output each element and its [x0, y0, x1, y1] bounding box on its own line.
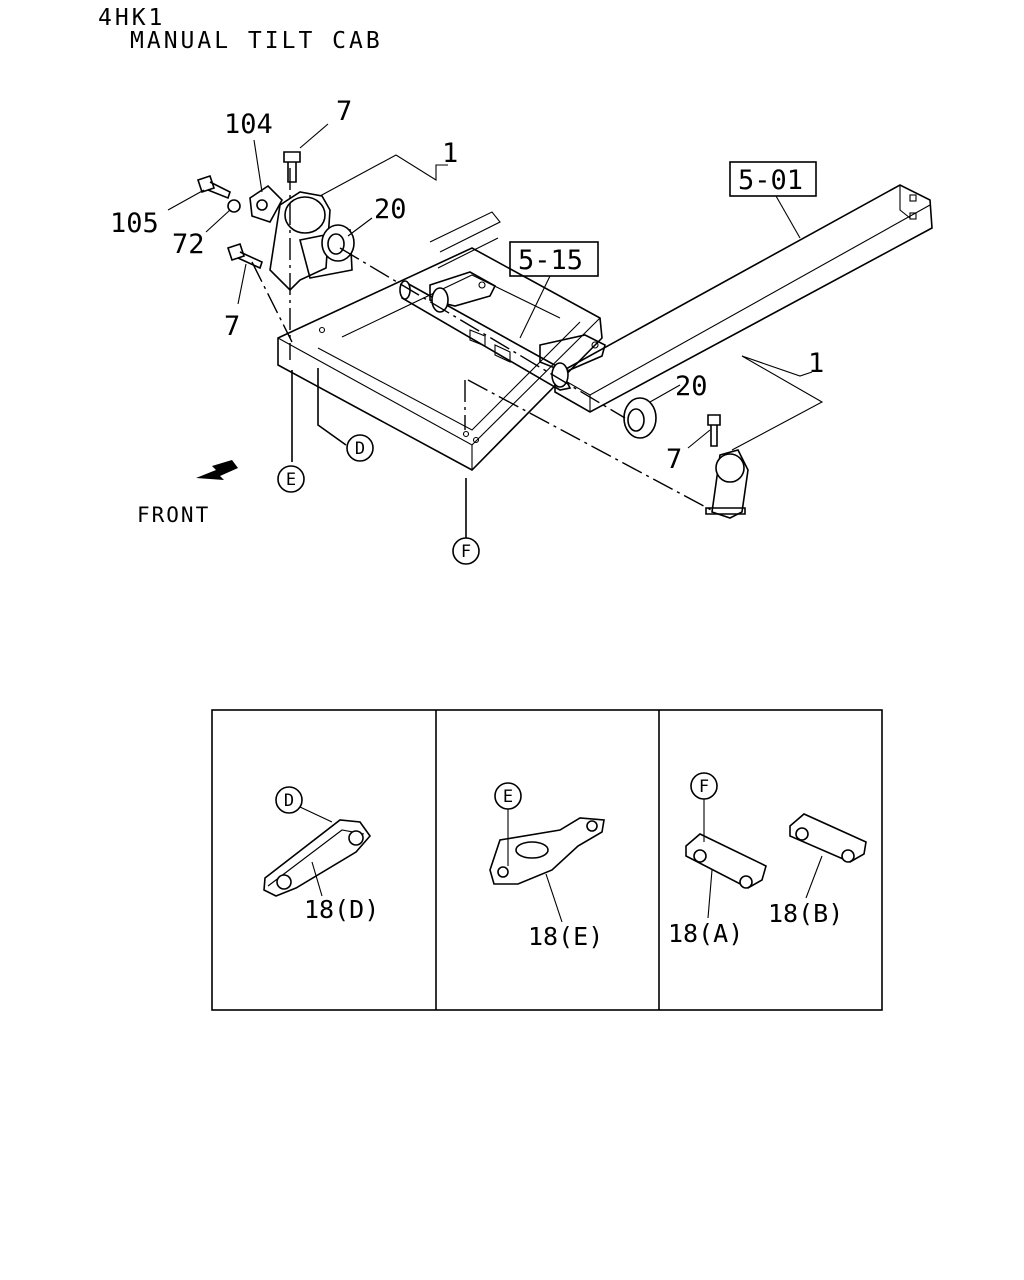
- side-rail: [554, 184, 933, 413]
- ref-box-5-15: 5-15: [509, 241, 599, 339]
- detail-e: E 18(E): [489, 782, 605, 951]
- centerlines: [251, 168, 716, 513]
- callout-1-top: 1: [319, 138, 458, 197]
- svg-text:E: E: [503, 787, 513, 807]
- left-bracket: [227, 184, 355, 292]
- circle-ref-d: D: [346, 434, 374, 462]
- svg-text:18(E): 18(E): [528, 922, 603, 951]
- arrow-front-icon: [196, 460, 238, 480]
- ref-leaders: [291, 368, 467, 538]
- svg-text:18(A): 18(A): [668, 919, 743, 948]
- svg-text:1: 1: [808, 348, 824, 379]
- svg-text:104: 104: [224, 109, 273, 140]
- svg-text:105: 105: [110, 208, 159, 239]
- callout-105: 105: [110, 189, 205, 239]
- svg-text:7: 7: [224, 311, 240, 342]
- svg-text:20: 20: [675, 371, 708, 402]
- svg-text:F: F: [461, 542, 471, 562]
- svg-text:F: F: [699, 777, 709, 797]
- svg-text:5-15: 5-15: [518, 245, 583, 276]
- callout-20-right: 20: [649, 371, 708, 403]
- svg-text:72: 72: [172, 229, 205, 260]
- circle-ref-e: E: [277, 465, 305, 493]
- bolt-7-top: [283, 151, 301, 183]
- callout-7-left: 7: [224, 263, 247, 342]
- cross-member-frame: [277, 211, 603, 471]
- detail-panels: [211, 709, 883, 1011]
- diagram-subtitle: MANUAL TILT CAB: [130, 28, 383, 54]
- bolt-105: [196, 174, 231, 200]
- bolt-7-left: [226, 242, 263, 270]
- callout-20-top: 20: [347, 194, 407, 237]
- front-label: FRONT: [137, 503, 210, 527]
- callout-7-right: 7: [666, 429, 711, 475]
- svg-text:5-01: 5-01: [738, 165, 803, 196]
- svg-text:1: 1: [442, 138, 458, 169]
- svg-text:D: D: [355, 439, 365, 459]
- svg-text:7: 7: [336, 96, 352, 127]
- callout-7-top: 7: [299, 96, 352, 149]
- svg-text:18(B): 18(B): [768, 899, 843, 928]
- svg-text:18(D): 18(D): [304, 895, 379, 924]
- model-code: 4HK1: [98, 5, 165, 31]
- ref-box-5-01: 5-01: [729, 161, 817, 239]
- svg-text:D: D: [284, 791, 294, 811]
- callout-72: 72: [172, 209, 231, 260]
- svg-text:7: 7: [666, 444, 682, 475]
- right-bracket: [623, 397, 749, 519]
- callout-104: 104: [224, 109, 273, 193]
- svg-text:20: 20: [374, 194, 407, 225]
- callout-1-right: 1: [731, 348, 824, 451]
- detail-f: F 18(A) 18(B): [668, 772, 867, 948]
- circle-ref-f: F: [452, 537, 480, 565]
- detail-d: D 18(D): [263, 786, 379, 924]
- svg-text:E: E: [286, 470, 296, 490]
